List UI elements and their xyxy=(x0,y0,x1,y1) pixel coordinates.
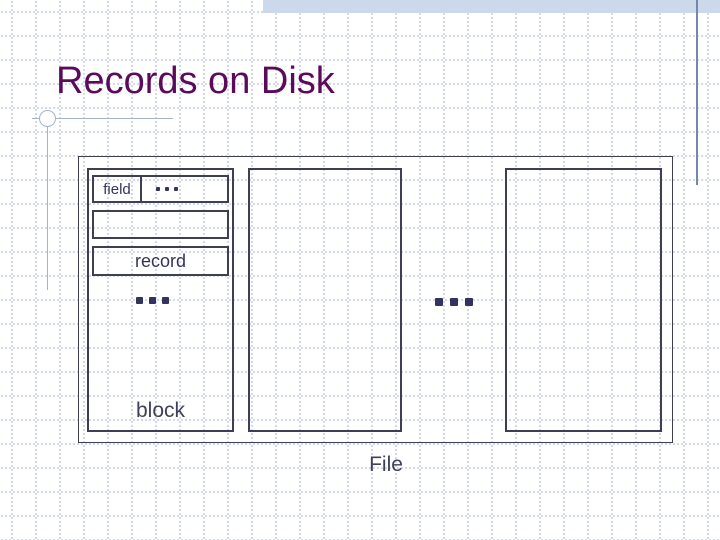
block-1 xyxy=(87,168,234,432)
record-row: record xyxy=(92,246,229,276)
field-label: field xyxy=(103,180,131,198)
drafting-circle-icon xyxy=(39,110,56,127)
field-cell: field xyxy=(94,177,142,201)
field-row: field xyxy=(92,175,229,203)
block-2 xyxy=(248,168,402,432)
ellipsis-icon xyxy=(156,187,178,191)
empty-record-row xyxy=(92,210,229,239)
field-ellipsis-cell xyxy=(142,177,227,201)
block-3 xyxy=(505,168,662,432)
top-accent-band xyxy=(263,0,720,13)
ellipsis-icon xyxy=(136,297,169,304)
drafting-hline xyxy=(32,118,173,119)
ellipsis-icon xyxy=(435,298,473,306)
block-label: block xyxy=(135,399,186,422)
record-label: record xyxy=(134,250,187,271)
drafting-vline xyxy=(47,113,48,290)
slide-title: Records on Disk xyxy=(56,60,335,102)
file-label: File xyxy=(369,453,403,476)
right-accent-line xyxy=(696,0,698,185)
file-box xyxy=(78,156,673,443)
